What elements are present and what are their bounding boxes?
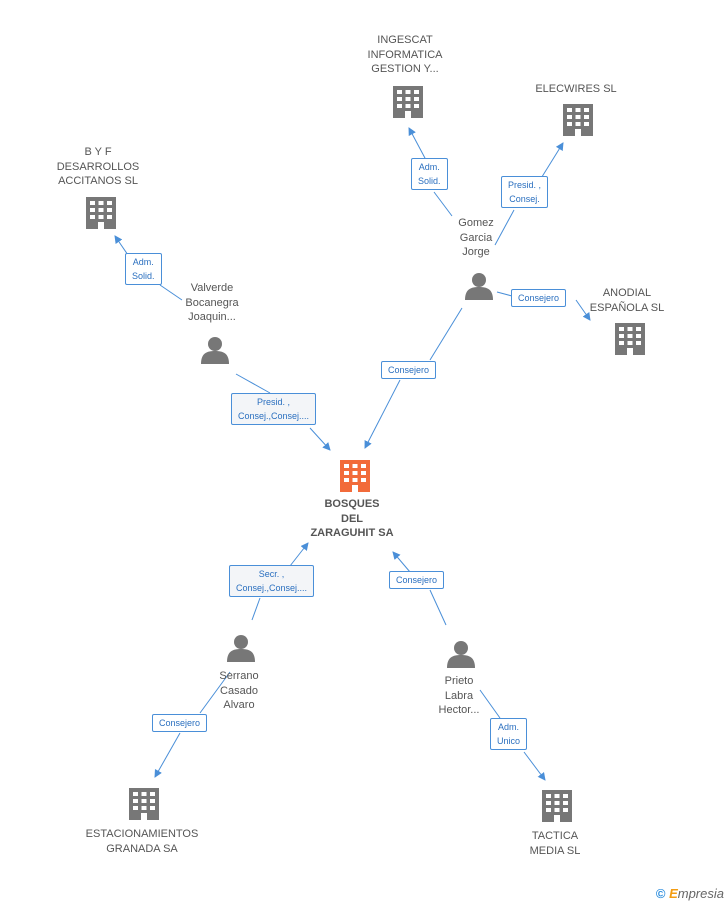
role-line: Secr. , <box>258 569 285 579</box>
center-company-icon[interactable] <box>340 460 370 492</box>
serrano-person-icon[interactable] <box>227 635 255 662</box>
ingescat-company-icon[interactable] <box>393 86 423 118</box>
label-line: Garcia <box>459 231 493 244</box>
label-line: MEDIA SL <box>529 844 581 857</box>
label-line: ESPAÑOLA SL <box>589 301 665 314</box>
label-line: DESARROLLOS <box>56 160 140 173</box>
label-line: Serrano <box>219 670 259 682</box>
ingescat-company-label[interactable]: INGESCAT INFORMATICA GESTION Y... <box>355 33 455 77</box>
role-line: Consejero <box>159 718 201 728</box>
elecwires-company-label[interactable]: ELECWIRES SL <box>526 82 626 97</box>
label-line: ESTACIONAMIENTOS <box>85 828 199 840</box>
edge-gomez-elecwires <box>494 143 563 246</box>
label-line: INFORMATICA <box>367 48 443 61</box>
role-label-gomez-ingescat[interactable]: Adm. Solid. <box>411 158 448 190</box>
edge-gomez-anodial <box>496 291 590 320</box>
role-label-prieto-center[interactable]: Consejero <box>389 571 445 589</box>
label-line: Gomez <box>458 217 494 229</box>
edge-serrano-center <box>251 543 308 621</box>
brand-logo-letter: E <box>669 886 678 901</box>
role-line: Consejero <box>518 293 560 303</box>
role-line: Adm. <box>418 162 440 172</box>
label-line: ACCITANOS SL <box>58 175 138 187</box>
valverde-person-icon[interactable] <box>201 337 229 364</box>
role-line: Solid. <box>132 271 155 281</box>
role-line: Unico <box>497 736 521 746</box>
role-line: Consej. <box>509 194 540 204</box>
role-line: Presid. , <box>508 180 542 190</box>
anodial-company-icon[interactable] <box>615 323 645 355</box>
label-line: Joaquin... <box>188 311 236 323</box>
center-company-label[interactable]: BOSQUES DEL ZARAGUHIT SA <box>302 497 402 541</box>
edge-gomez-center <box>365 307 463 448</box>
brand-logo-text: mpresia <box>677 886 724 901</box>
byf-company-icon[interactable] <box>86 197 116 229</box>
tactica-company-icon[interactable] <box>542 790 572 822</box>
label-line: Alvaro <box>223 699 255 711</box>
label-line: GESTION Y... <box>371 63 439 75</box>
label-line: ZARAGUHIT SA <box>310 527 394 539</box>
role-line: Solid. <box>418 176 441 186</box>
prieto-person-label[interactable]: Prieto Labra Hector... <box>419 674 499 718</box>
role-line: Adm. <box>498 722 520 732</box>
label-line: GRANADA SA <box>106 842 178 855</box>
estacionamientos-company-label[interactable]: ESTACIONAMIENTOS GRANADA SA <box>82 827 202 856</box>
gomez-person-icon[interactable] <box>465 273 493 300</box>
label-line: ELECWIRES SL <box>535 83 617 95</box>
role-line: Consej.,Consej.... <box>236 583 308 593</box>
edges <box>115 128 590 780</box>
gomez-person-label[interactable]: Gomez Garcia Jorge <box>436 216 516 260</box>
label-line: Labra <box>444 689 474 702</box>
label-line: B Y F <box>84 146 112 158</box>
role-label-prieto-tactica[interactable]: Adm. Unico <box>490 718 528 750</box>
label-line: Bocanegra <box>185 296 239 309</box>
role-label-gomez-center[interactable]: Consejero <box>381 361 437 379</box>
empresia-brand[interactable]: © Empresia <box>656 886 724 901</box>
label-line: ANODIAL <box>602 287 652 299</box>
edge-valverde-center <box>235 373 330 450</box>
label-line: TACTICA <box>531 830 579 842</box>
label-line: DEL <box>341 512 363 525</box>
edge-serrano-estacionamientos <box>155 671 231 777</box>
role-line: Presid. , <box>257 397 291 407</box>
valverde-person-label[interactable]: Valverde Bocanegra Joaquin... <box>172 281 252 325</box>
byf-company-label[interactable]: B Y F DESARROLLOS ACCITANOS SL <box>48 145 148 189</box>
copyright-icon: © <box>655 886 666 901</box>
role-label-valverde-byf[interactable]: Adm. Solid. <box>125 253 162 285</box>
label-line: BOSQUES <box>324 498 380 510</box>
role-line: Consejero <box>396 575 438 585</box>
label-line: Prieto <box>444 675 474 687</box>
role-label-gomez-elecwires[interactable]: Presid. , Consej. <box>501 176 549 208</box>
label-line: Jorge <box>462 246 490 258</box>
edge-prieto-tactica <box>479 689 545 780</box>
elecwires-company-icon[interactable] <box>563 104 593 136</box>
role-label-gomez-anodial[interactable]: Consejero <box>511 289 567 307</box>
edge-gomez-ingescat <box>409 128 453 217</box>
anodial-company-label[interactable]: ANODIAL ESPAÑOLA SL <box>577 286 677 315</box>
role-line: Adm. <box>132 257 154 267</box>
edge-prieto-center <box>393 552 447 626</box>
label-line: Valverde <box>190 282 234 294</box>
role-label-valverde-center[interactable]: Presid. , Consej.,Consej.... <box>231 393 317 425</box>
role-line: Consej.,Consej.... <box>238 411 310 421</box>
tactica-company-label[interactable]: TACTICA MEDIA SL <box>505 829 605 858</box>
role-label-serrano-center[interactable]: Secr. , Consej.,Consej.... <box>229 565 315 597</box>
role-label-serrano-estacionamientos[interactable]: Consejero <box>152 714 208 732</box>
label-line: Hector... <box>438 704 480 716</box>
label-line: INGESCAT <box>377 34 433 46</box>
prieto-person-icon[interactable] <box>447 641 475 668</box>
label-line: Casado <box>220 684 258 697</box>
serrano-person-label[interactable]: Serrano Casado Alvaro <box>199 669 279 713</box>
role-line: Consejero <box>388 365 430 375</box>
estacionamientos-company-icon[interactable] <box>129 788 159 820</box>
